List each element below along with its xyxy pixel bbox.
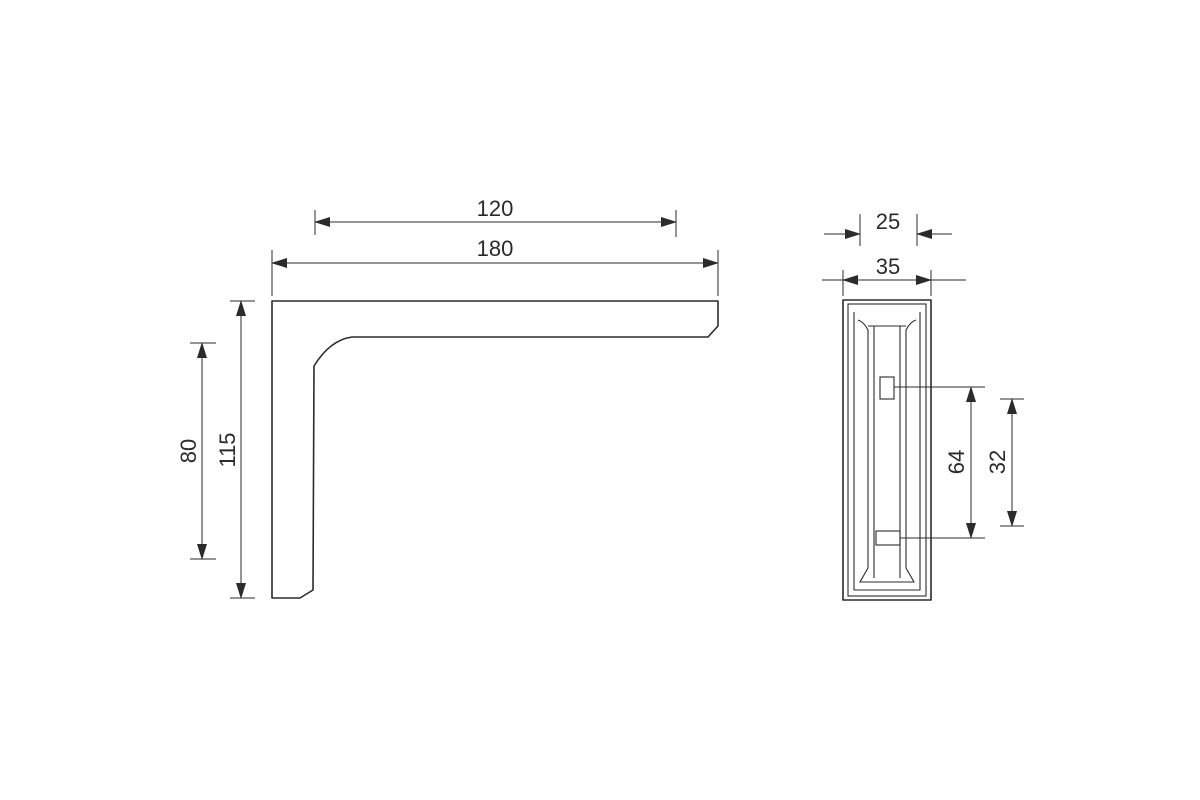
bracket-front-rail: [857, 319, 917, 583]
bracket-side-profile: [271, 300, 719, 599]
dimension-label-64: 64: [944, 450, 969, 474]
bracket-front-inner-wall: [847, 303, 927, 597]
front-view: 25 35 64 32: [822, 209, 1024, 601]
mounting-slot-upper: [879, 376, 895, 400]
bracket-front-outline: [842, 299, 932, 601]
dimension-label-35: 35: [876, 254, 900, 279]
dimension-label-180: 180: [477, 236, 514, 261]
dimension-label-32: 32: [985, 450, 1010, 474]
dimension-label-80: 80: [176, 439, 201, 463]
mounting-slot-lower: [875, 530, 901, 546]
dimension-label-25: 25: [876, 209, 900, 234]
side-view: 120 180 80 115: [176, 196, 719, 599]
bracket-front-channel: [853, 312, 921, 591]
dimension-label-115: 115: [215, 432, 240, 467]
dimension-label-120: 120: [477, 196, 514, 221]
